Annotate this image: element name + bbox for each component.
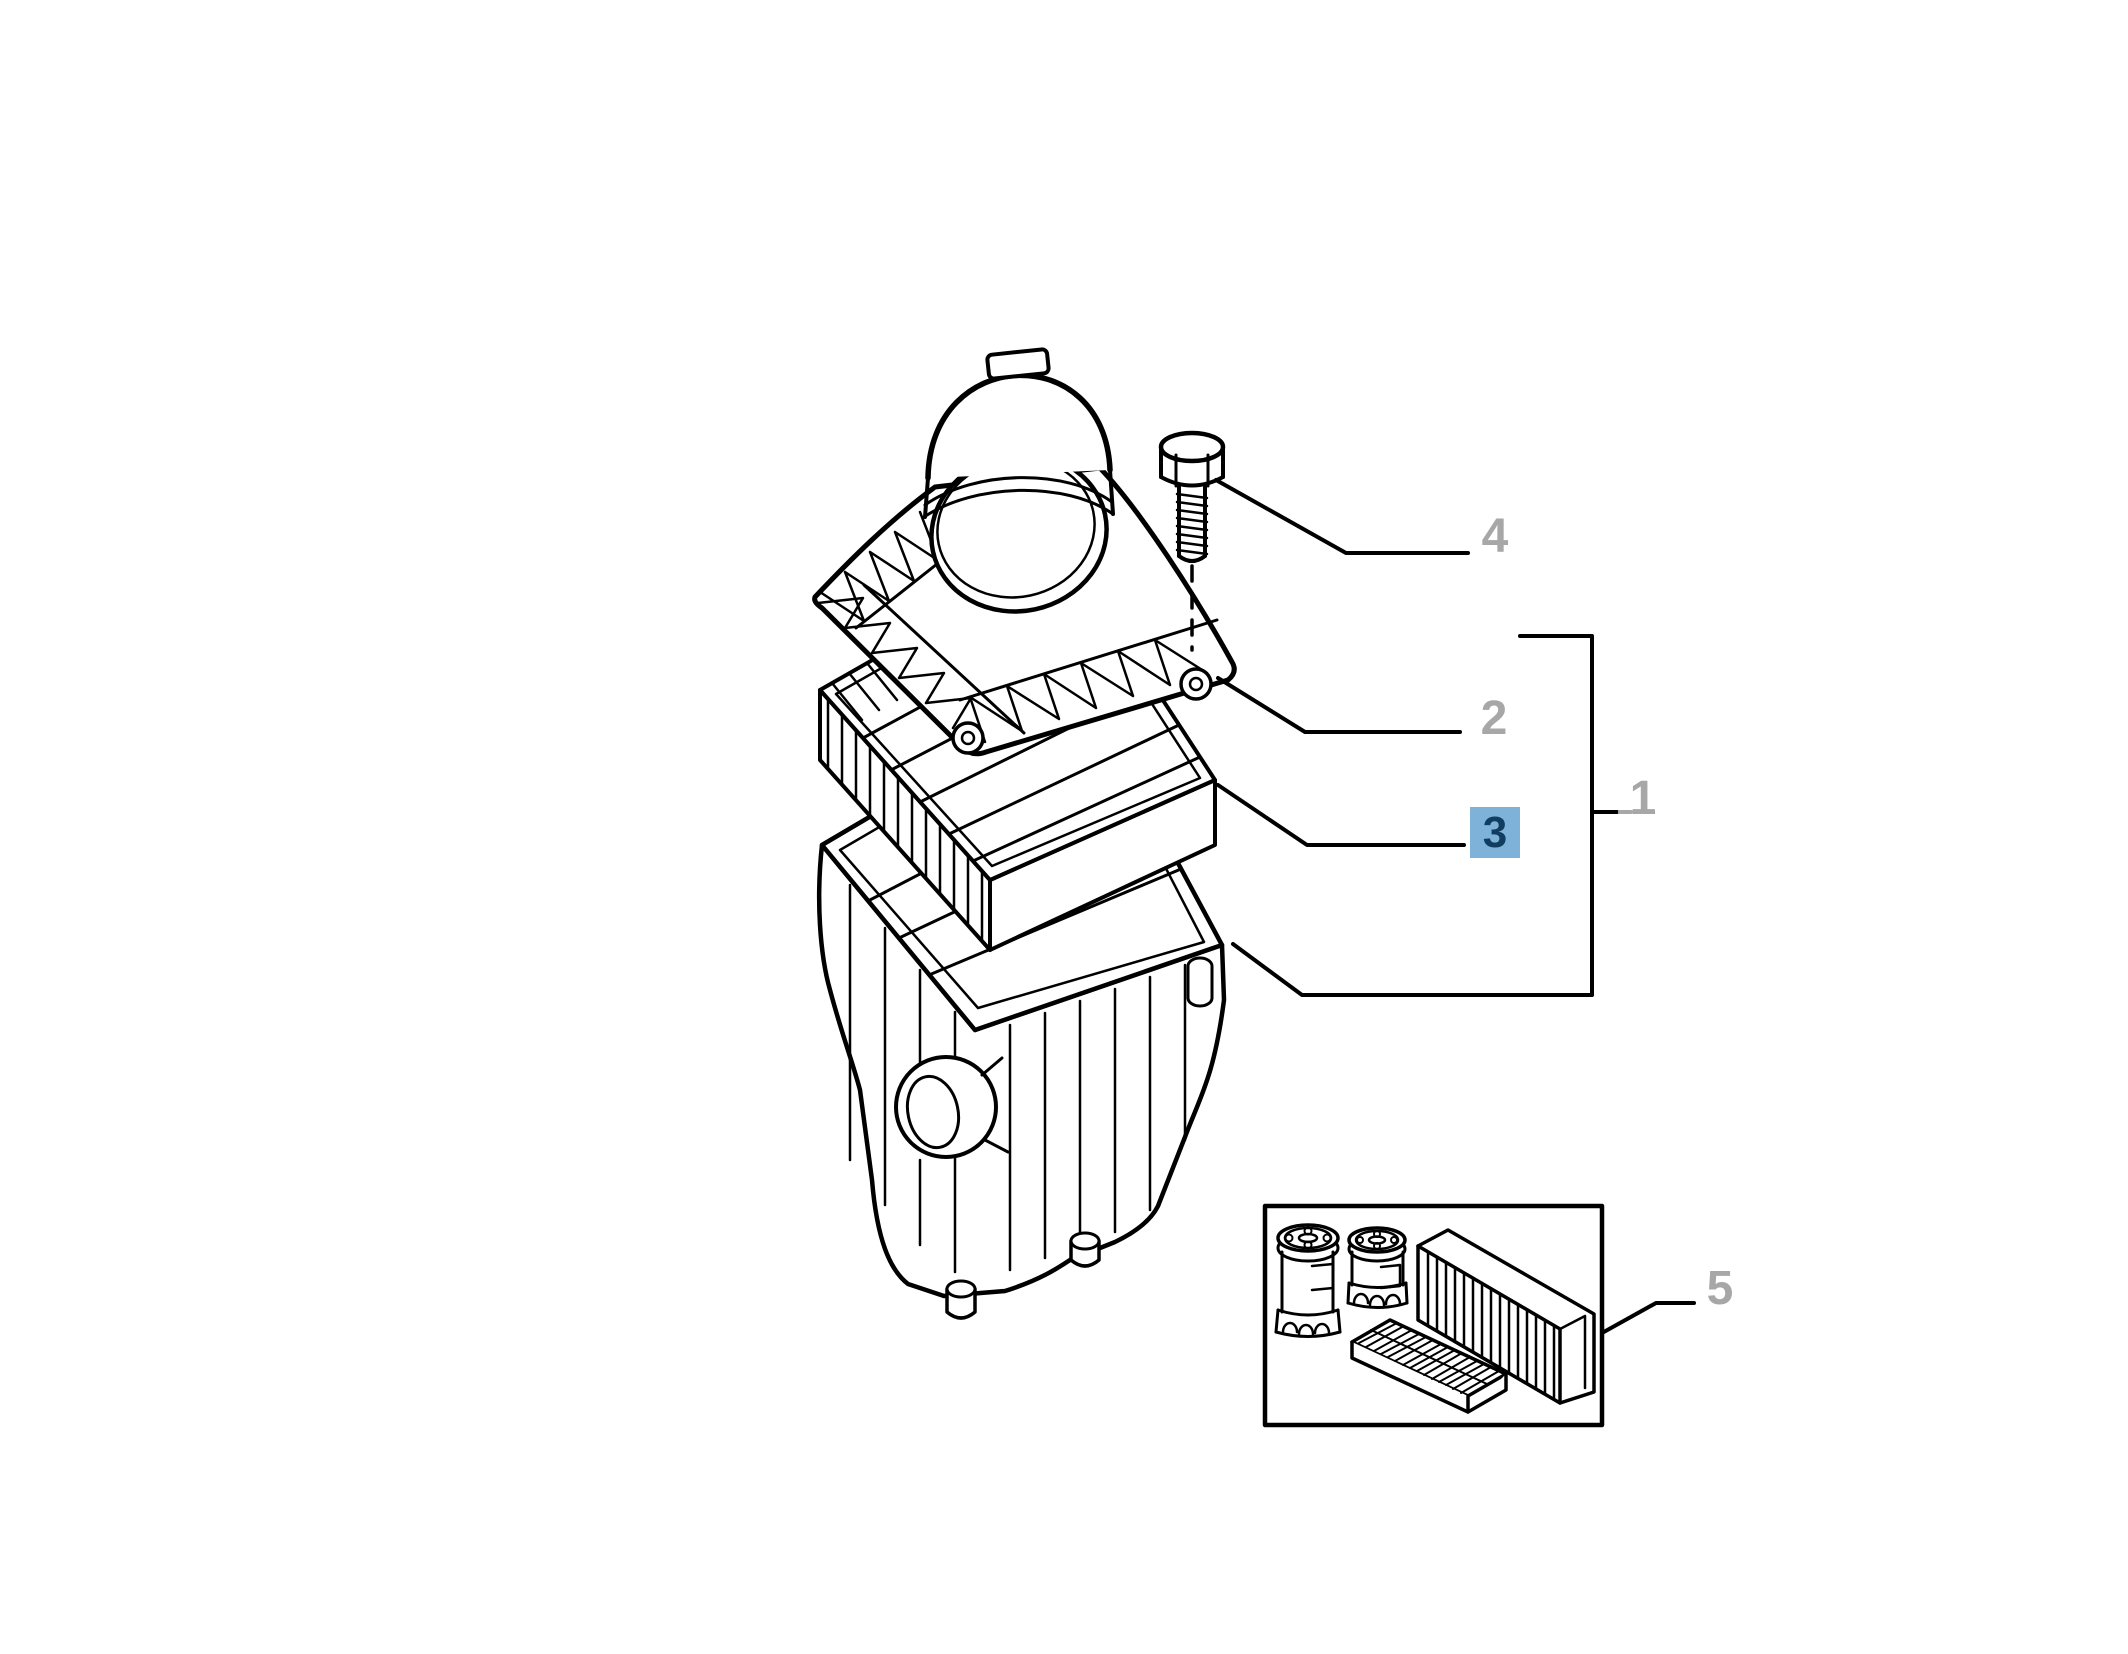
housing-foot — [945, 1231, 1101, 1320]
air-cleaner-cover-figure — [812, 347, 1237, 757]
callout-4[interactable]: 4 — [1481, 510, 1509, 563]
mounting-bolt-figure — [1158, 430, 1226, 652]
callout-1[interactable]: 1 — [1629, 772, 1657, 825]
oil-filter-large-figure — [1274, 1223, 1342, 1338]
leader-line-3 — [1216, 783, 1466, 847]
oil-filter-small-figure — [1346, 1226, 1409, 1309]
flat-filter-figure — [1350, 1318, 1508, 1414]
callout-2[interactable]: 2 — [1480, 692, 1508, 745]
housing-inlet-port — [894, 1055, 1010, 1159]
leader-line-2 — [1216, 676, 1462, 734]
bracket-1 — [1231, 634, 1594, 997]
service-kit-figure — [1262, 1203, 1605, 1428]
leader-line-4 — [1214, 478, 1470, 555]
callout-leader-lines — [1214, 478, 1696, 1335]
callout-3-highlighted[interactable]: 3 — [1470, 807, 1520, 858]
panel-air-filter-figure — [1416, 1228, 1596, 1405]
cover-intake-snout — [922, 347, 1115, 614]
leader-line-5 — [1600, 1301, 1696, 1335]
callout-5[interactable]: 5 — [1706, 1262, 1734, 1315]
